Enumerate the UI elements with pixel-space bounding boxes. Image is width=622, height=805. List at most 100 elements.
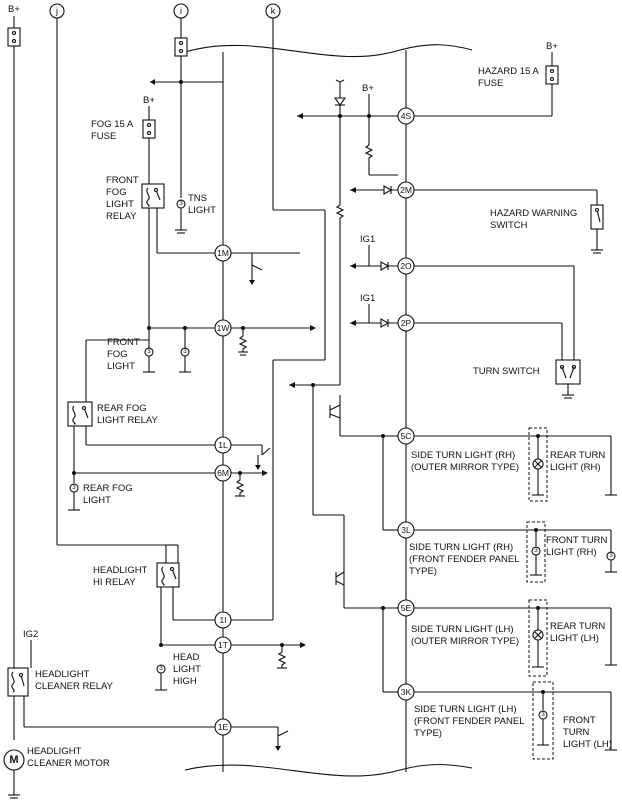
svg-text:FRONT: FRONT bbox=[107, 337, 140, 348]
svg-text:M: M bbox=[9, 754, 18, 766]
svg-text:3: 3 bbox=[541, 712, 545, 718]
svg-text:HEADLIGHT: HEADLIGHT bbox=[35, 669, 90, 680]
svg-text:B+: B+ bbox=[143, 95, 155, 106]
fog-fuse: B+ FOG 15 A FUSE bbox=[91, 95, 156, 184]
pin-1t: 1T 3 HEAD LIGHT HIGH bbox=[155, 636, 306, 691]
svg-text:REAR TURN: REAR TURN bbox=[550, 450, 605, 461]
svg-text:LIGHT: LIGHT bbox=[106, 199, 134, 210]
svg-text:FOG 15 A: FOG 15 A bbox=[91, 119, 134, 130]
tns-light: 3 TNS LIGHT bbox=[175, 193, 216, 234]
svg-text:1E: 1E bbox=[218, 722, 229, 732]
svg-text:(FRONT FENDER PANEL: (FRONT FENDER PANEL bbox=[414, 716, 525, 727]
svg-text:TNS: TNS bbox=[188, 193, 207, 204]
svg-text:k: k bbox=[271, 6, 276, 16]
svg-text:LIGHT (RH): LIGHT (RH) bbox=[546, 547, 597, 558]
top-diode bbox=[333, 79, 347, 116]
svg-text:TURN: TURN bbox=[563, 727, 590, 738]
svg-text:IG1: IG1 bbox=[360, 293, 375, 304]
b-plus-left: B+ bbox=[7, 4, 21, 740]
svg-text:HIGH: HIGH bbox=[173, 676, 197, 687]
svg-text:2O: 2O bbox=[400, 261, 412, 271]
svg-text:HAZARD 15 A: HAZARD 15 A bbox=[478, 66, 539, 77]
pin-4s: B+ 4S bbox=[297, 83, 553, 385]
svg-text:3K: 3K bbox=[401, 687, 412, 697]
transistor-lh bbox=[335, 515, 398, 609]
svg-text:SWITCH: SWITCH bbox=[490, 220, 528, 231]
svg-text:FUSE: FUSE bbox=[91, 131, 116, 142]
pin-2p: IG1 2P bbox=[350, 293, 563, 360]
svg-text:3: 3 bbox=[72, 485, 76, 491]
svg-text:1W: 1W bbox=[217, 323, 230, 333]
svg-text:5E: 5E bbox=[401, 603, 412, 613]
svg-text:FUSE: FUSE bbox=[478, 78, 503, 89]
svg-text:FRONT TURN: FRONT TURN bbox=[546, 535, 608, 546]
svg-text:IG1: IG1 bbox=[360, 234, 375, 245]
svg-text:LIGHT: LIGHT bbox=[83, 495, 111, 506]
headlight-cleaner-relay: IG2 HEADLIGHT CLEANER RELAY bbox=[7, 629, 215, 728]
svg-text:SIDE TURN LIGHT (RH): SIDE TURN LIGHT (RH) bbox=[409, 542, 513, 553]
svg-text:2M: 2M bbox=[400, 185, 412, 195]
connector-k: k bbox=[230, 3, 326, 621]
pin-6m: 6M 3 REAR FOG LIGHT bbox=[68, 464, 268, 511]
svg-text:3: 3 bbox=[534, 548, 538, 554]
svg-text:B+: B+ bbox=[546, 41, 558, 52]
svg-text:REAR TURN: REAR TURN bbox=[550, 621, 605, 632]
turn-switch: TURN SWITCH bbox=[473, 359, 581, 399]
svg-text:HEADLIGHT: HEADLIGHT bbox=[27, 746, 82, 757]
svg-text:SIDE TURN LIGHT (LH): SIDE TURN LIGHT (LH) bbox=[411, 624, 514, 635]
svg-text:LIGHT RELAY: LIGHT RELAY bbox=[97, 415, 159, 426]
svg-text:SIDE TURN LIGHT (LH): SIDE TURN LIGHT (LH) bbox=[414, 704, 517, 715]
main-fuse bbox=[7, 27, 21, 47]
headlight-hi-relay: HEADLIGHT HI RELAY bbox=[93, 544, 215, 645]
svg-text:REAR FOG: REAR FOG bbox=[83, 483, 133, 494]
svg-text:2P: 2P bbox=[401, 318, 412, 328]
b-plus-label: B+ bbox=[8, 4, 20, 15]
svg-text:1T: 1T bbox=[218, 640, 228, 650]
pin-1w: 1W 3 3 FRONT FOG LIGHT bbox=[107, 319, 316, 373]
pin-2o: IG1 2O bbox=[350, 234, 575, 360]
svg-text:1L: 1L bbox=[218, 440, 228, 450]
svg-text:LIGHT (LH): LIGHT (LH) bbox=[550, 633, 599, 644]
svg-text:i: i bbox=[180, 6, 182, 16]
svg-text:1M: 1M bbox=[217, 248, 229, 258]
connector-i: i bbox=[173, 3, 189, 82]
svg-text:SIDE TURN LIGHT (RH): SIDE TURN LIGHT (RH) bbox=[411, 450, 515, 461]
svg-text:6M: 6M bbox=[217, 468, 229, 478]
svg-text:4S: 4S bbox=[401, 111, 412, 121]
svg-text:TYPE): TYPE) bbox=[414, 728, 442, 739]
rear-fog-light-relay: REAR FOG LIGHT RELAY bbox=[67, 339, 215, 483]
pin-5c: 5C SIDE TURN LIGHT (RH) (OUTER MIRROR TY… bbox=[381, 427, 617, 531]
svg-text:(OUTER MIRROR TYPE): (OUTER MIRROR TYPE) bbox=[411, 636, 519, 647]
svg-text:TURN SWITCH: TURN SWITCH bbox=[473, 366, 540, 377]
svg-text:HAZARD WARNING: HAZARD WARNING bbox=[490, 208, 577, 219]
svg-text:(OUTER MIRROR TYPE): (OUTER MIRROR TYPE) bbox=[411, 462, 519, 473]
svg-text:HI RELAY: HI RELAY bbox=[93, 577, 136, 588]
svg-text:FOG: FOG bbox=[106, 187, 127, 198]
svg-text:LIGHT (LH): LIGHT (LH) bbox=[563, 739, 612, 750]
svg-text:j: j bbox=[55, 6, 58, 16]
svg-text:3: 3 bbox=[609, 553, 613, 559]
svg-text:TYPE): TYPE) bbox=[409, 566, 437, 577]
svg-text:(FRONT FENDER PANEL: (FRONT FENDER PANEL bbox=[409, 554, 520, 565]
svg-text:3: 3 bbox=[179, 201, 183, 207]
pin-5e: 5E SIDE TURN LIGHT (LH) (OUTER MIRROR TY… bbox=[381, 599, 617, 693]
svg-text:3L: 3L bbox=[401, 525, 411, 535]
svg-text:3: 3 bbox=[159, 666, 163, 672]
svg-text:IG2: IG2 bbox=[23, 629, 38, 640]
svg-text:FRONT: FRONT bbox=[563, 715, 596, 726]
svg-text:LIGHT: LIGHT bbox=[173, 664, 201, 675]
svg-text:FOG: FOG bbox=[107, 349, 128, 360]
connector-j: j bbox=[49, 3, 166, 546]
pin-1e: 1E bbox=[214, 718, 289, 751]
svg-text:LIGHT (RH): LIGHT (RH) bbox=[550, 462, 601, 473]
pin-3k: 3K 3 SIDE TURN LIGHT (LH) (FRONT FENDER … bbox=[397, 681, 617, 760]
svg-text:B+: B+ bbox=[362, 83, 374, 94]
module-outline bbox=[184, 44, 473, 777]
svg-text:1I: 1I bbox=[219, 615, 226, 625]
svg-text:5C: 5C bbox=[401, 431, 412, 441]
svg-text:HEAD: HEAD bbox=[173, 652, 200, 663]
svg-text:LIGHT: LIGHT bbox=[107, 361, 135, 372]
svg-text:CLEANER MOTOR: CLEANER MOTOR bbox=[27, 758, 110, 769]
svg-text:RELAY: RELAY bbox=[106, 211, 137, 222]
